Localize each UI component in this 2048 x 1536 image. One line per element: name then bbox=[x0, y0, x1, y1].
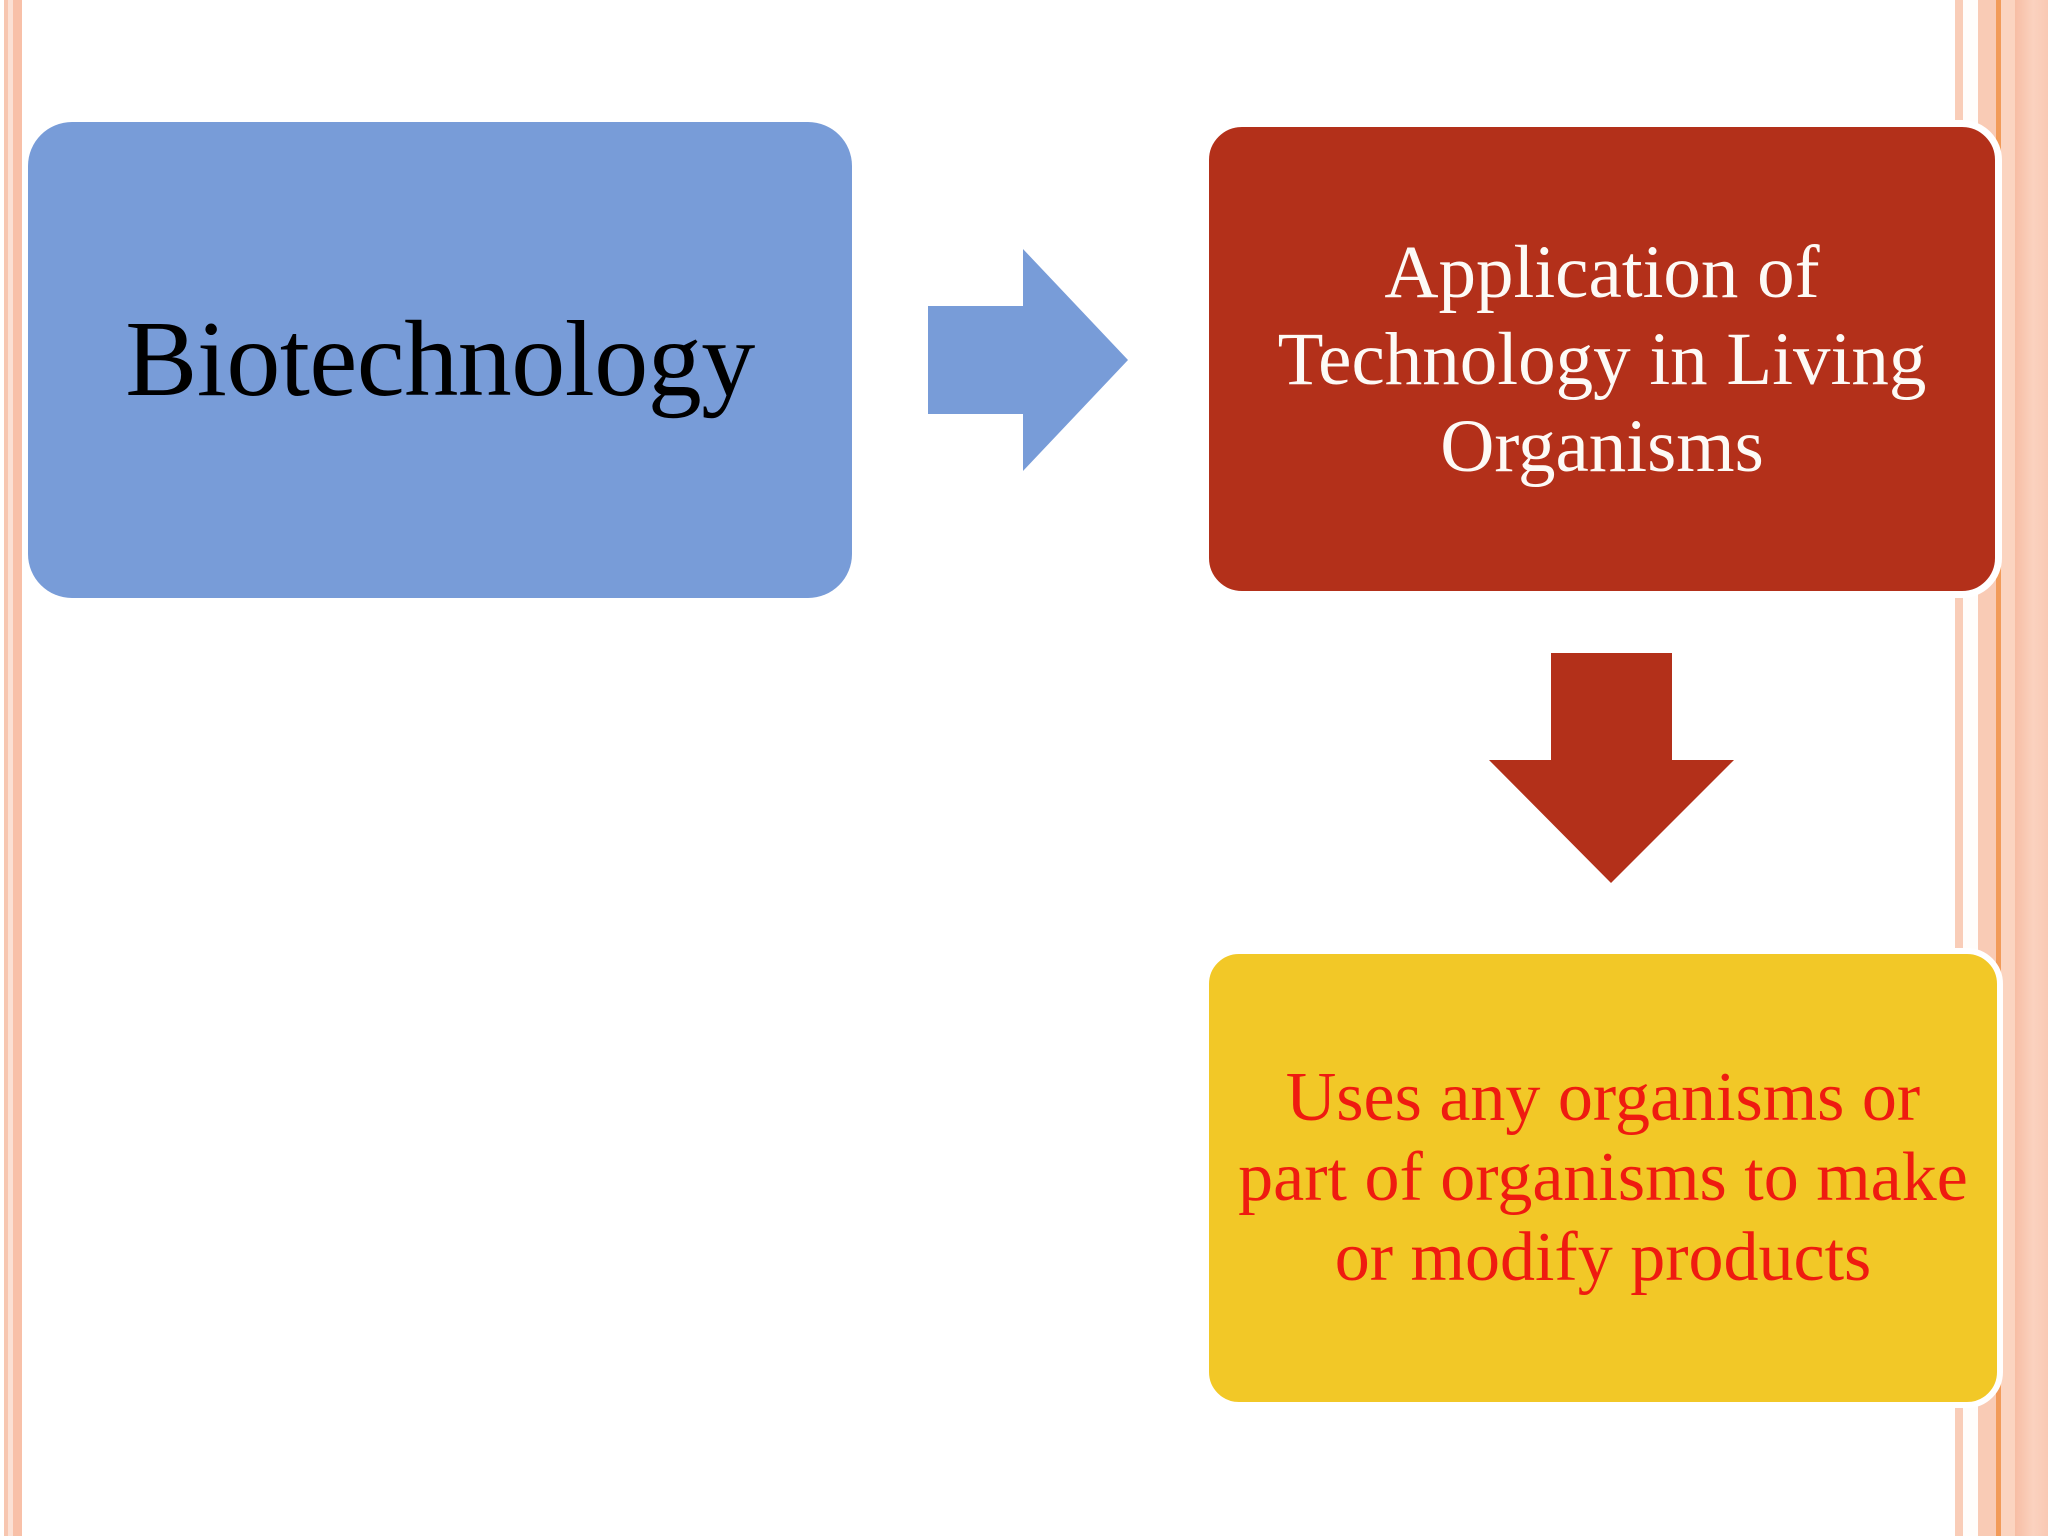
arrow-down-icon bbox=[1489, 653, 1734, 883]
diagram-node-biotechnology-label: Biotechnology bbox=[125, 300, 755, 420]
diagram-node-application-label: Application of Technology in Living Orga… bbox=[1277, 230, 1927, 488]
diagram-node-uses[interactable]: Uses any organisms or part of organisms … bbox=[1203, 948, 2003, 1408]
right-band-stripe-4 bbox=[1996, 0, 2001, 1536]
right-band-stripe-1 bbox=[1955, 0, 1963, 1536]
left-border-rule-inner bbox=[13, 0, 22, 1536]
left-border-rule-outer bbox=[4, 0, 8, 1536]
right-band-stripe-5 bbox=[2001, 0, 2015, 1536]
diagram-node-application[interactable]: Application of Technology in Living Orga… bbox=[1202, 120, 2002, 598]
arrow-right-icon bbox=[928, 249, 1128, 471]
left-border-rule-middle bbox=[8, 0, 13, 1536]
diagram-node-biotechnology[interactable]: Biotechnology bbox=[28, 122, 852, 598]
right-band-stripe-6 bbox=[2015, 0, 2048, 1536]
diagram-node-uses-label: Uses any organisms or part of organisms … bbox=[1238, 1059, 1968, 1296]
